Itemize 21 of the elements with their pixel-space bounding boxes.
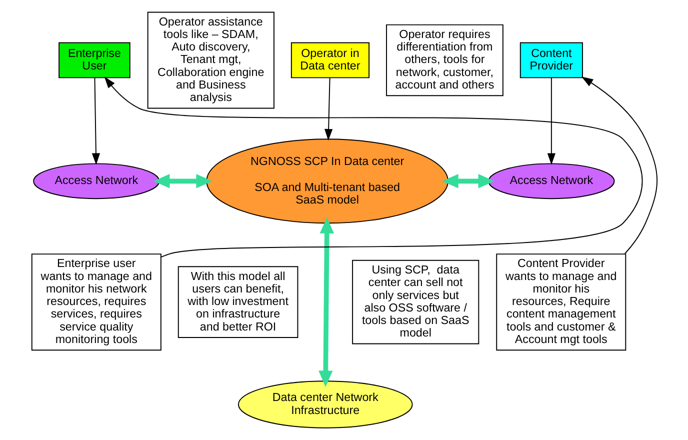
node-box: Using SCP, data center can sell not only services but also OSS software / tools based on SaaS model — [352, 260, 479, 344]
arrow — [324, 77, 332, 141]
node-ellipse: Data center Network Infrastructure — [237, 380, 412, 428]
node-box: Content Provider wants to manage and monitor his resources, Require content management tools and customer & Account mgt tools — [496, 254, 626, 351]
node-box: Enterprise user wants to manage and monitor his network resources, requires services, requires service quality monitoring tools — [30, 254, 161, 351]
arrow — [91, 77, 100, 165]
node-box: Enterprise User — [58, 42, 130, 78]
node-box: Operator requires differentiation from others, tools for network, customer, account and others — [386, 24, 503, 96]
arrow — [546, 77, 556, 165]
node-ellipse: Access Network — [488, 163, 614, 200]
node-box: Operator in Data center — [290, 42, 370, 78]
node-ellipse: NGNOSS SCP In Data center SOA and Multi-tenant based SaaS model — [206, 138, 448, 224]
node-box: Content Provider — [519, 42, 582, 78]
arrow — [153, 174, 212, 188]
node-box: Operator assistance tools like – SDAM, Auto discovery, Tenant mgt, Collaboration engine and Business analysis — [146, 12, 274, 109]
arrow — [318, 217, 334, 387]
node-ellipse: Access Network — [32, 163, 160, 200]
arrow — [580, 76, 658, 254]
node-box: With this model all users can benefit, with low investment on infrastructure and better ROI — [177, 266, 298, 338]
arrow — [104, 76, 642, 258]
arrow — [442, 174, 494, 188]
